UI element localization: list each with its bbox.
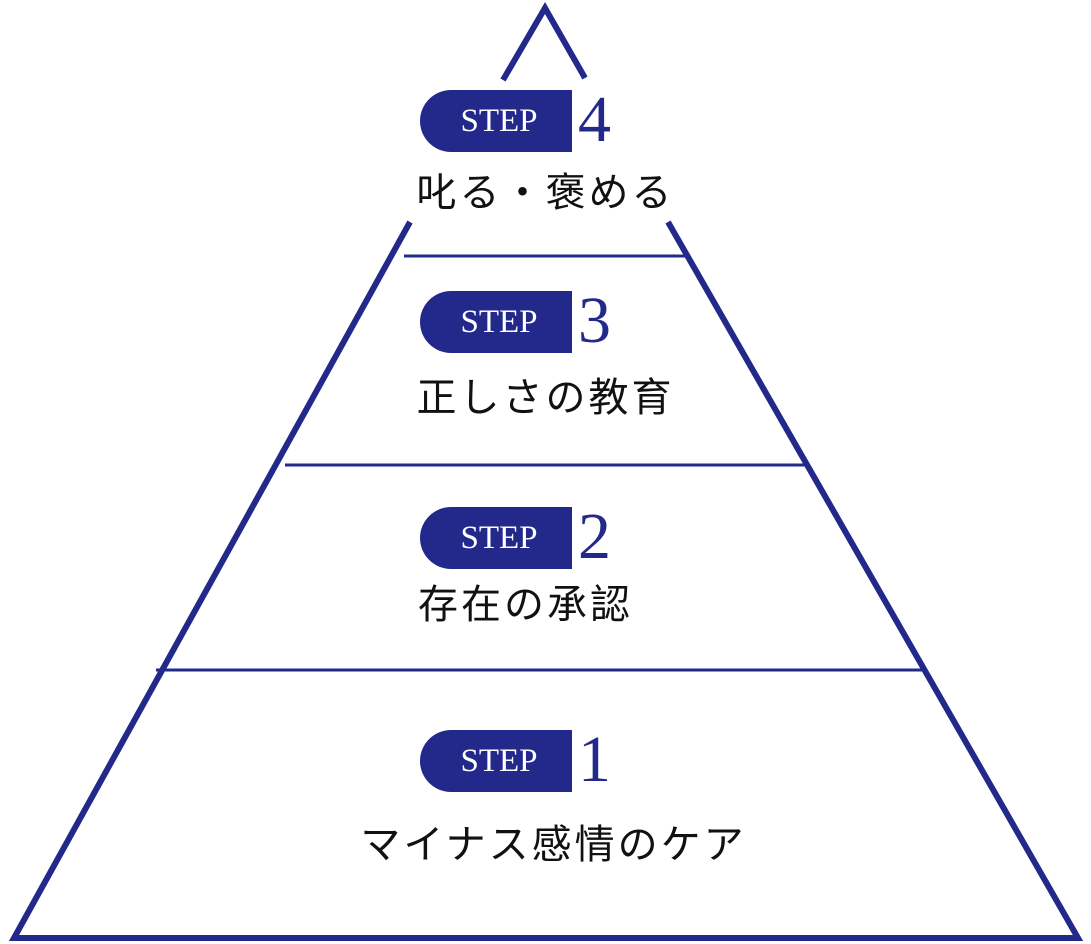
- step-4-badge: STEP 4: [420, 83, 680, 156]
- pyramid-body: [8, 220, 1084, 941]
- step-number: 3: [578, 284, 611, 357]
- step-2-label: 存在の承認: [418, 582, 633, 628]
- step-pill: STEP: [420, 730, 572, 792]
- pyramid-apex: [500, 2, 588, 82]
- step-1-label: マイナス感情のケア: [360, 822, 747, 868]
- step-pill: STEP: [420, 291, 572, 353]
- step-pill: STEP: [420, 90, 572, 152]
- step-number: 2: [578, 500, 611, 573]
- step-number: 4: [578, 83, 611, 156]
- step-pill: STEP: [420, 507, 572, 569]
- step-2-badge: STEP 2: [420, 500, 680, 573]
- step-4-label: 叱る・褒める: [416, 170, 675, 216]
- step-number: 1: [578, 723, 611, 796]
- step-3-badge: STEP 3: [420, 284, 680, 357]
- step-1-badge: STEP 1: [420, 723, 680, 796]
- step-3-label: 正しさの教育: [416, 375, 675, 421]
